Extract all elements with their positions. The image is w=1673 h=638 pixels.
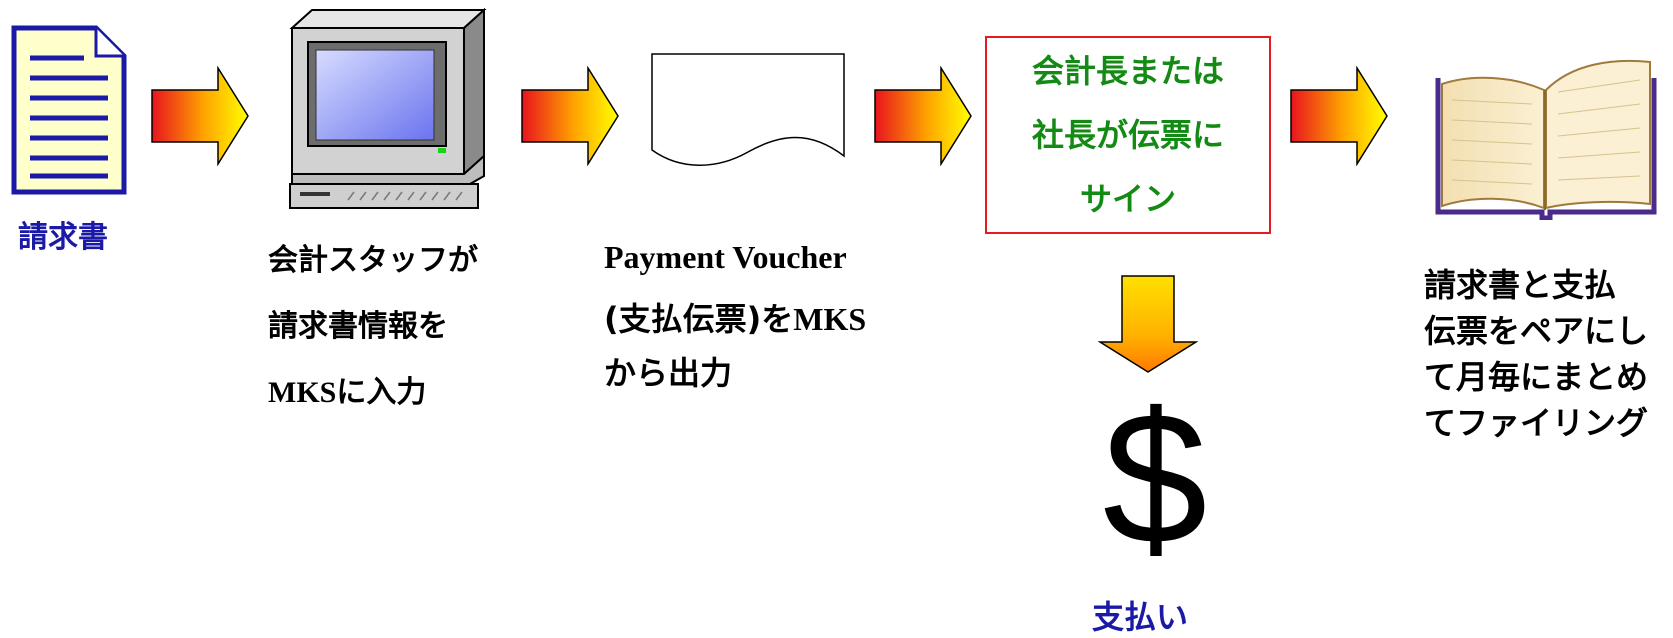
flow-arrow-4 <box>1290 66 1388 166</box>
sign-text-line2: 社長が伝票に <box>1031 116 1224 154</box>
voucher-output-description: Payment Voucher (支払伝票)をMKS から出力 <box>604 226 866 404</box>
staff-text-line1: 会計スタッフが <box>268 243 478 278</box>
filing-description: 請求書と支払 伝票をペアにし て月毎にまとめ てファイリング <box>1424 262 1648 446</box>
sign-text-line1: 会計長または <box>1031 52 1224 90</box>
voucher-text-mks: MKS <box>793 301 867 337</box>
payment-voucher-document-icon <box>651 53 845 166</box>
payment-down-arrow <box>1098 275 1198 373</box>
payment-label: 支払い <box>1092 598 1189 636</box>
filing-text-line4: てファイリング <box>1424 404 1649 442</box>
staff-text-mks: MKS <box>268 376 337 409</box>
voucher-text-line1: Payment Voucher <box>604 239 847 275</box>
staff-input-description: 会計スタッフが 請求書情報を MKSに入力 <box>268 228 478 426</box>
filing-text-line3: て月毎にまとめ <box>1424 358 1649 396</box>
filing-text-line2: 伝票をペアにし <box>1424 312 1649 350</box>
sign-text-line3: サイン <box>1079 180 1176 218</box>
filing-text-line1: 請求書と支払 <box>1424 266 1617 304</box>
dollar-sign-icon: $ <box>1102 373 1208 583</box>
staff-text-line3: MKSに入力 <box>268 360 478 426</box>
flow-arrow-1 <box>151 66 249 166</box>
staff-text-line2: 請求書情報を <box>268 309 448 344</box>
invoice-document-icon <box>11 25 127 195</box>
voucher-text-line3: から出力 <box>604 354 733 392</box>
voucher-text-line2-a: (支払伝票)を <box>604 300 794 338</box>
flow-arrow-3 <box>874 66 972 166</box>
flow-arrow-2 <box>521 66 619 166</box>
staff-text-line3-rest: に入力 <box>336 375 427 410</box>
voucher-text-line2: (支払伝票)をMKS <box>604 288 866 350</box>
signature-step-box: 会計長または 社長が伝票に サイン <box>985 36 1271 234</box>
open-book-icon <box>1435 59 1657 220</box>
invoice-label: 請求書 <box>18 220 108 255</box>
computer-icon <box>289 8 487 209</box>
